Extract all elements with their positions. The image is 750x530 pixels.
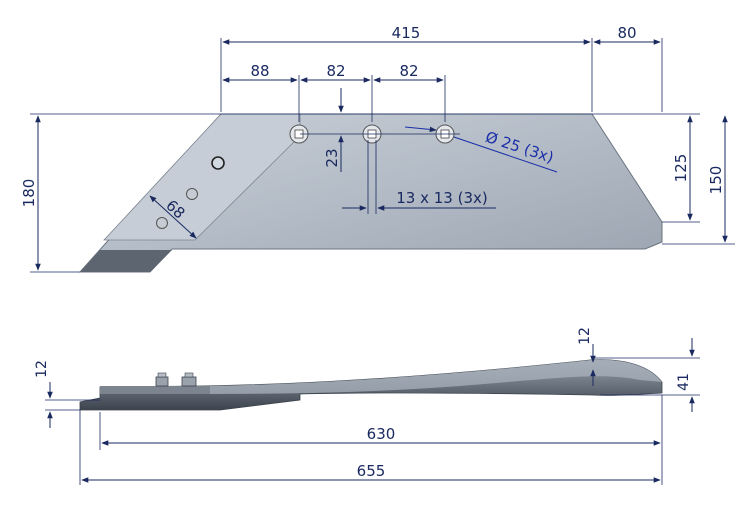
dim-label-82-second: 82 bbox=[399, 62, 418, 80]
side-view: 12 12 41 630 655 bbox=[34, 327, 700, 485]
bolt-hole-2 bbox=[186, 188, 198, 200]
dim-label-150: 150 bbox=[707, 166, 725, 195]
dim-label-82-first: 82 bbox=[326, 62, 345, 80]
side-bolt-plate bbox=[100, 386, 210, 394]
dim-label-125: 125 bbox=[672, 154, 690, 183]
plate-shin bbox=[80, 250, 172, 272]
dim-label-630: 630 bbox=[367, 425, 396, 443]
dim-label-41: 41 bbox=[676, 373, 692, 391]
dim-label-180: 180 bbox=[20, 179, 38, 208]
dim-label-12-top: 12 bbox=[577, 327, 593, 345]
dim-label-12-left: 12 bbox=[34, 360, 50, 378]
dim-label-88: 88 bbox=[250, 62, 269, 80]
side-blade-highlight bbox=[200, 359, 662, 394]
dim-label-655: 655 bbox=[357, 462, 386, 480]
bolt-head-1 bbox=[155, 372, 169, 387]
bolt-hole-1 bbox=[211, 156, 225, 170]
dim-label-square-hole: 13 x 13 (3x) bbox=[396, 189, 487, 207]
dim-label-23: 23 bbox=[323, 148, 341, 167]
bolt-hole-3 bbox=[156, 217, 168, 229]
dim-label-80: 80 bbox=[617, 24, 636, 42]
dim-label-415: 415 bbox=[392, 24, 421, 42]
bolt-head-2 bbox=[181, 372, 197, 387]
top-view: 415 80 88 82 82 23 180 125 150 68 Ø 25 (… bbox=[20, 24, 735, 273]
